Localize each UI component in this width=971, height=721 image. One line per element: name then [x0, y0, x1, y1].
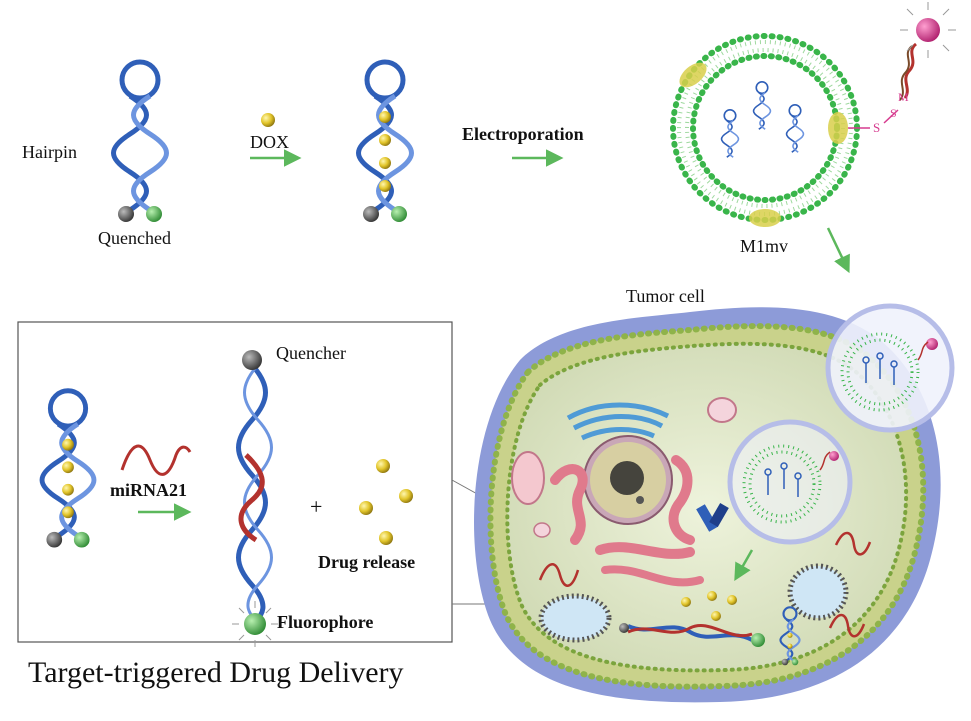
fluorophore-label: Fluorophore: [277, 612, 374, 632]
targeting-ligand: [848, 2, 956, 129]
m1mv-label: M1mv: [740, 236, 789, 256]
inset-hairpin-loaded: [39, 388, 97, 548]
hairpin-label: Hairpin: [22, 142, 77, 162]
uptake-arrow: [826, 227, 850, 274]
mirna21-label: miRNA21: [110, 480, 187, 500]
opened-duplex: [232, 350, 278, 647]
tumor-cell-label: Tumor cell: [626, 286, 705, 306]
hairpin-loaded: [356, 59, 414, 222]
dox-molecule: [261, 113, 275, 127]
electroporation-label: Electroporation: [462, 124, 584, 144]
dox-label: DOX: [250, 132, 289, 152]
linker-s1-label: S: [873, 120, 881, 135]
inset-box: [17, 321, 453, 643]
fluorophore-sphere: [244, 613, 266, 635]
released-dox: [359, 459, 413, 545]
m1mv-vesicle: [670, 33, 860, 227]
fluorophore-sphere: [146, 206, 162, 222]
figure-caption: Target-triggered Drug Delivery: [28, 656, 404, 689]
plus-sign: +: [310, 494, 323, 519]
quencher-sphere: [242, 350, 262, 370]
linker-s2-label: S: [890, 106, 897, 120]
quencher-sphere: [118, 206, 134, 222]
linker-m-label: M: [898, 90, 909, 104]
drug-release-label: Drug release: [318, 552, 416, 572]
hairpin-quenched: [111, 59, 169, 222]
mirna21-strand: [120, 444, 192, 476]
tumor-cell: [474, 303, 955, 703]
quencher-label: Quencher: [276, 343, 346, 363]
quenched-label: Quenched: [98, 228, 171, 248]
dox-arrow: [250, 113, 302, 167]
